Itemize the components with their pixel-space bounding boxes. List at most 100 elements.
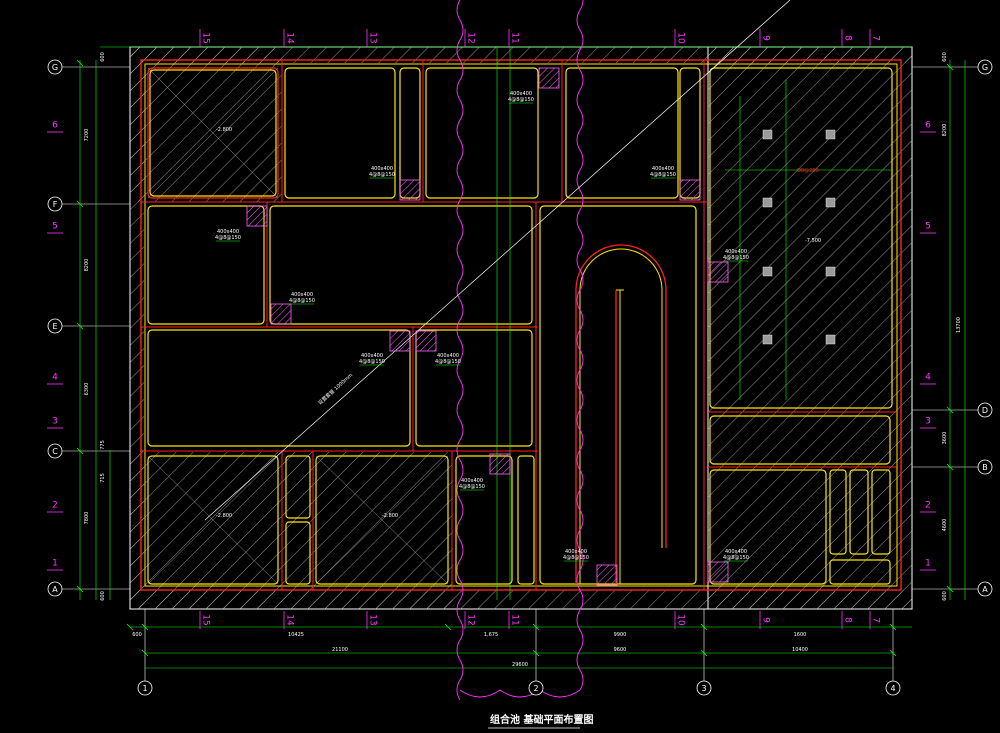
axis-bubble: A xyxy=(977,581,993,597)
grid-label: 15 xyxy=(201,614,211,625)
grid-label: 4 xyxy=(925,373,931,383)
cut-line xyxy=(456,0,584,701)
dim-text: 7800 xyxy=(84,512,90,525)
grid-label: 11 xyxy=(510,614,520,625)
svg-text:G: G xyxy=(52,63,58,72)
dim-text: 600 xyxy=(100,52,106,62)
grid-label: 8 xyxy=(843,35,853,41)
green-dimension-lines xyxy=(79,46,966,669)
dim-text: 600 xyxy=(942,591,948,601)
svg-text:4@8@150: 4@8@150 xyxy=(215,235,241,241)
outer-walls xyxy=(140,59,902,591)
svg-text:400x400: 400x400 xyxy=(371,166,393,172)
dim-text: 13700 xyxy=(956,317,962,333)
svg-text:A: A xyxy=(52,585,58,594)
axis-bubble: D xyxy=(977,402,993,418)
grid-label: 15 xyxy=(201,32,211,43)
hatch-bottom-strip xyxy=(130,590,912,609)
pile-grid xyxy=(762,129,836,345)
svg-text:4@8@150: 4@8@150 xyxy=(508,97,534,103)
slab-note-2: -2.800 xyxy=(216,513,232,519)
axis-bubble: 2 xyxy=(528,680,544,696)
axis-bubble: F xyxy=(47,196,63,212)
grid-label: 9 xyxy=(761,617,771,623)
dim-text: 29600 xyxy=(512,662,528,668)
red-label: Ø8@200 xyxy=(797,167,819,174)
axis-bubble: B xyxy=(977,459,993,475)
grid-label: 8 xyxy=(843,617,853,623)
svg-text:4@8@150: 4@8@150 xyxy=(459,484,485,490)
dim-text: 600 xyxy=(942,52,948,62)
elev-note: -7.500 xyxy=(805,238,821,244)
svg-text:400x400: 400x400 xyxy=(461,478,483,484)
slab-diagonals xyxy=(147,67,449,585)
grid-label: 10 xyxy=(676,614,686,626)
dim-text: 1600 xyxy=(794,632,807,638)
dim-text: 6300 xyxy=(84,383,90,396)
axis-bubble: G xyxy=(977,59,993,75)
svg-text:400x400: 400x400 xyxy=(361,353,383,359)
dim-text: 9900 xyxy=(614,632,627,638)
grid-label: 9 xyxy=(761,35,771,41)
pipe-note: 设置套管 1000mm xyxy=(317,372,355,407)
grid-label: 2 xyxy=(52,501,58,511)
u-channel xyxy=(575,244,667,584)
dim-text: 10425 xyxy=(288,632,304,638)
svg-text:4@8@150: 4@8@150 xyxy=(723,255,749,261)
svg-text:400x400: 400x400 xyxy=(565,549,587,555)
svg-text:400x400: 400x400 xyxy=(437,353,459,359)
svg-text:4@8@150: 4@8@150 xyxy=(289,298,315,304)
dim-text: 8200 xyxy=(942,124,948,137)
dim-text: 600 xyxy=(132,632,142,638)
grid-label: 12 xyxy=(466,614,476,625)
grid-label: 1 xyxy=(52,559,58,569)
slab-note-1: -2.800 xyxy=(216,127,232,133)
dim-text: 10400 xyxy=(792,647,808,653)
svg-text:400x400: 400x400 xyxy=(725,249,747,255)
svg-text:3: 3 xyxy=(701,684,706,693)
dim-text: 600 xyxy=(100,591,106,601)
dim-text: 775 xyxy=(100,440,106,450)
svg-text:400x400: 400x400 xyxy=(510,91,532,97)
axis-bubble: 3 xyxy=(696,680,712,696)
axis-bubble: 1 xyxy=(137,680,153,696)
hatch-bottom-left xyxy=(130,452,453,609)
svg-text:E: E xyxy=(52,322,57,331)
axis-lines xyxy=(58,66,985,688)
grid-label: 11 xyxy=(510,32,520,43)
hatch-top-strip xyxy=(130,47,912,63)
svg-text:B: B xyxy=(982,463,988,472)
svg-text:4@8@150: 4@8@150 xyxy=(563,555,589,561)
hatch-left-strip xyxy=(130,47,144,609)
dim-text: 3600 xyxy=(942,432,948,445)
grid-label: 5 xyxy=(925,222,931,232)
dim-text: 7200 xyxy=(84,129,90,142)
grid-label: 14 xyxy=(285,32,295,44)
svg-text:C: C xyxy=(52,447,58,456)
dim-ticks xyxy=(76,59,954,657)
grid-label: 6 xyxy=(52,121,58,131)
grid-label: 1 xyxy=(925,559,931,569)
grid-label: 3 xyxy=(52,417,58,427)
grid-label: 4 xyxy=(52,373,58,383)
hatch-top-left xyxy=(130,47,282,202)
column-notes: 400x4004@8@150400x4004@8@150400x4004@8@1… xyxy=(215,91,749,562)
grid-label: 7 xyxy=(871,617,881,623)
grid-label: 2 xyxy=(925,501,931,511)
axis-bubble: E xyxy=(47,318,63,334)
grid-label: 7 xyxy=(871,35,881,41)
